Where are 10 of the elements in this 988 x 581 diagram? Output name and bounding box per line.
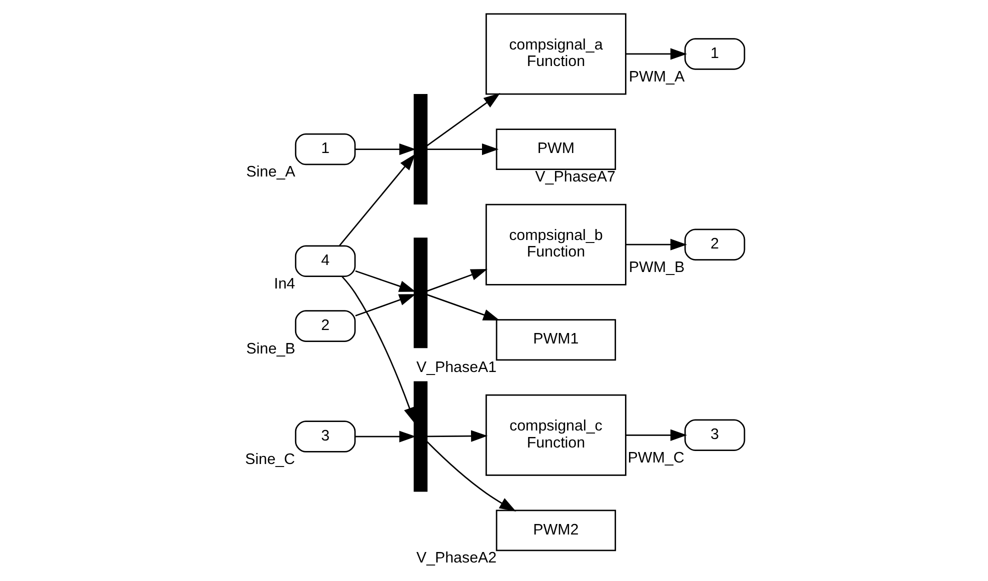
node-label: Sine_C <box>244 450 294 468</box>
node-label: V_PhaseA1 <box>416 359 496 376</box>
node-label: PWM_A <box>628 68 684 86</box>
node-label: In4 <box>274 275 295 292</box>
node-label: PWM_B <box>628 258 684 276</box>
node-label: Sine_B <box>246 340 295 358</box>
node-label: PWM_C <box>627 450 684 467</box>
node-label: Sine_A <box>246 164 295 181</box>
node-label: V_PhaseA2 <box>416 550 496 567</box>
node-label: V_PhaseA7 <box>534 168 615 186</box>
